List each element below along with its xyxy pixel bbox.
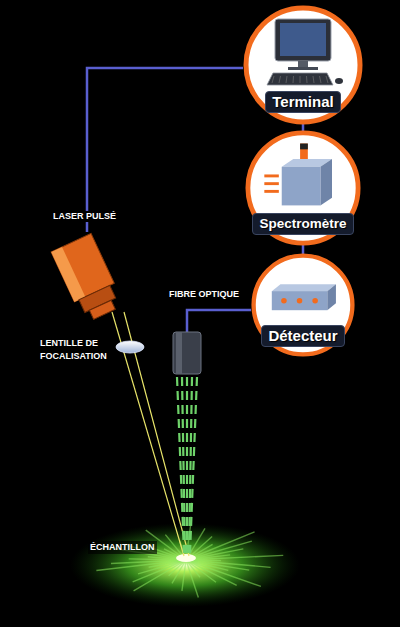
part-label: LASER PULSÉ <box>51 211 118 222</box>
spectrometer-circle: Spectromètre <box>245 130 361 246</box>
sample-label: ÉCHANTILLON <box>88 541 157 554</box>
optical-fibre: FIBRE OPTIQUE <box>173 332 201 374</box>
cable-connector <box>302 245 305 254</box>
label-anchor: LENTILLE DE FOCALISATION <box>38 337 110 363</box>
part-label: FIBRE OPTIQUE <box>167 289 241 300</box>
lens-label: LENTILLE DE FOCALISATION <box>38 337 110 363</box>
focusing-lens <box>116 341 144 353</box>
pulsed-laser-shape <box>48 232 128 327</box>
node-title: Terminal <box>265 91 340 113</box>
sample-hotspot <box>176 554 196 562</box>
node-title: Détecteur <box>261 325 344 347</box>
emission-rays <box>177 377 197 553</box>
label-anchor: ÉCHANTILLON <box>88 536 157 554</box>
cable-connector <box>302 124 305 131</box>
node-title: Spectromètre <box>252 213 353 235</box>
cable-connector <box>187 310 251 332</box>
cable-connector <box>87 68 243 232</box>
pulsed-laser: LASER PULSÉ <box>48 232 128 327</box>
terminal-circle: Terminal <box>243 5 363 125</box>
optical-fibre-shape <box>173 332 201 374</box>
detector-circle: Détecteur <box>251 253 355 357</box>
